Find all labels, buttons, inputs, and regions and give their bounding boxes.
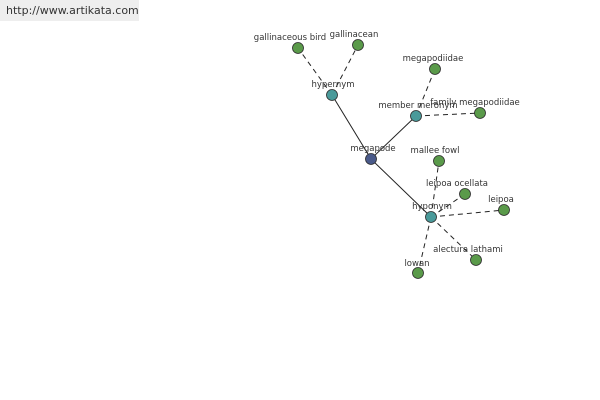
node-label: gallinaceous bird [254,33,326,43]
node-label: megapode [350,144,395,154]
node-circle-relation[interactable] [425,211,437,223]
node-gallinaceous-bird[interactable]: gallinaceous bird [254,33,326,54]
edge-hyponym-mallee-fowl [430,160,440,218]
edge-megapode-hyponym [370,158,432,218]
node-lowan[interactable]: lowan [404,259,430,279]
node-circle-relation[interactable] [410,110,422,122]
node-circle-leaf[interactable] [412,267,424,279]
node-alectura-lathami[interactable]: alectura lathami [433,245,503,266]
edge-megapode-hypernym [331,94,372,160]
node-family-megapodiidae[interactable]: family megapodiidae [430,98,520,119]
edges [297,44,505,274]
edge-hypernym-gallinaceous-bird [297,47,333,96]
edge-hyponym-lowan [417,216,432,274]
node-mallee-fowl[interactable]: mallee fowl [411,146,460,167]
node-circle-leaf[interactable] [292,42,304,54]
node-label: hyponym [412,202,452,212]
node-label: mallee fowl [411,146,460,156]
node-circle-relation[interactable] [326,89,338,101]
node-label: leipoa ocellata [426,179,488,189]
node-label: hypernym [311,80,354,90]
node-circle-leaf[interactable] [474,107,486,119]
node-label: lowan [404,259,429,269]
node-label: alectura lathami [433,245,503,255]
node-circle-leaf[interactable] [498,204,510,216]
node-circle-leaf[interactable] [429,63,441,75]
node-leipoa[interactable]: leipoa [488,195,514,216]
edge-hyponym-leipoa-ocellata [430,193,466,218]
edge-hypernym-gallinacean [331,44,359,96]
edge-member-meronym-family-megapodiidae [415,112,481,117]
node-label: family megapodiidae [430,98,520,108]
node-circle-leaf[interactable] [433,155,445,167]
node-gallinacean[interactable]: gallinacean [330,30,379,51]
edge-hyponym-leipoa [430,209,505,218]
node-label: megapodiidae [403,54,464,64]
node-circle-center[interactable] [365,153,377,165]
node-leipoa-ocellata[interactable]: leipoa ocellata [426,179,488,200]
node-megapode[interactable]: megapode [350,144,396,165]
node-label: member meronym [378,101,457,111]
edge-hyponym-alectura-lathami [430,216,477,261]
node-hypernym[interactable]: hypernym [311,80,355,101]
node-circle-leaf[interactable] [352,39,364,51]
node-circle-leaf[interactable] [459,188,471,200]
node-megapodiidae[interactable]: megapodiidae [403,54,464,75]
edge-megapode-member-meronym [370,115,417,160]
node-circle-leaf[interactable] [470,254,482,266]
node-label: gallinacean [330,30,379,40]
source-url[interactable]: http://www.artikata.com [0,0,139,21]
node-hyponym[interactable]: hyponym [412,202,452,223]
node-label: leipoa [488,195,514,205]
node-member-meronym[interactable]: member meronym [378,101,458,122]
